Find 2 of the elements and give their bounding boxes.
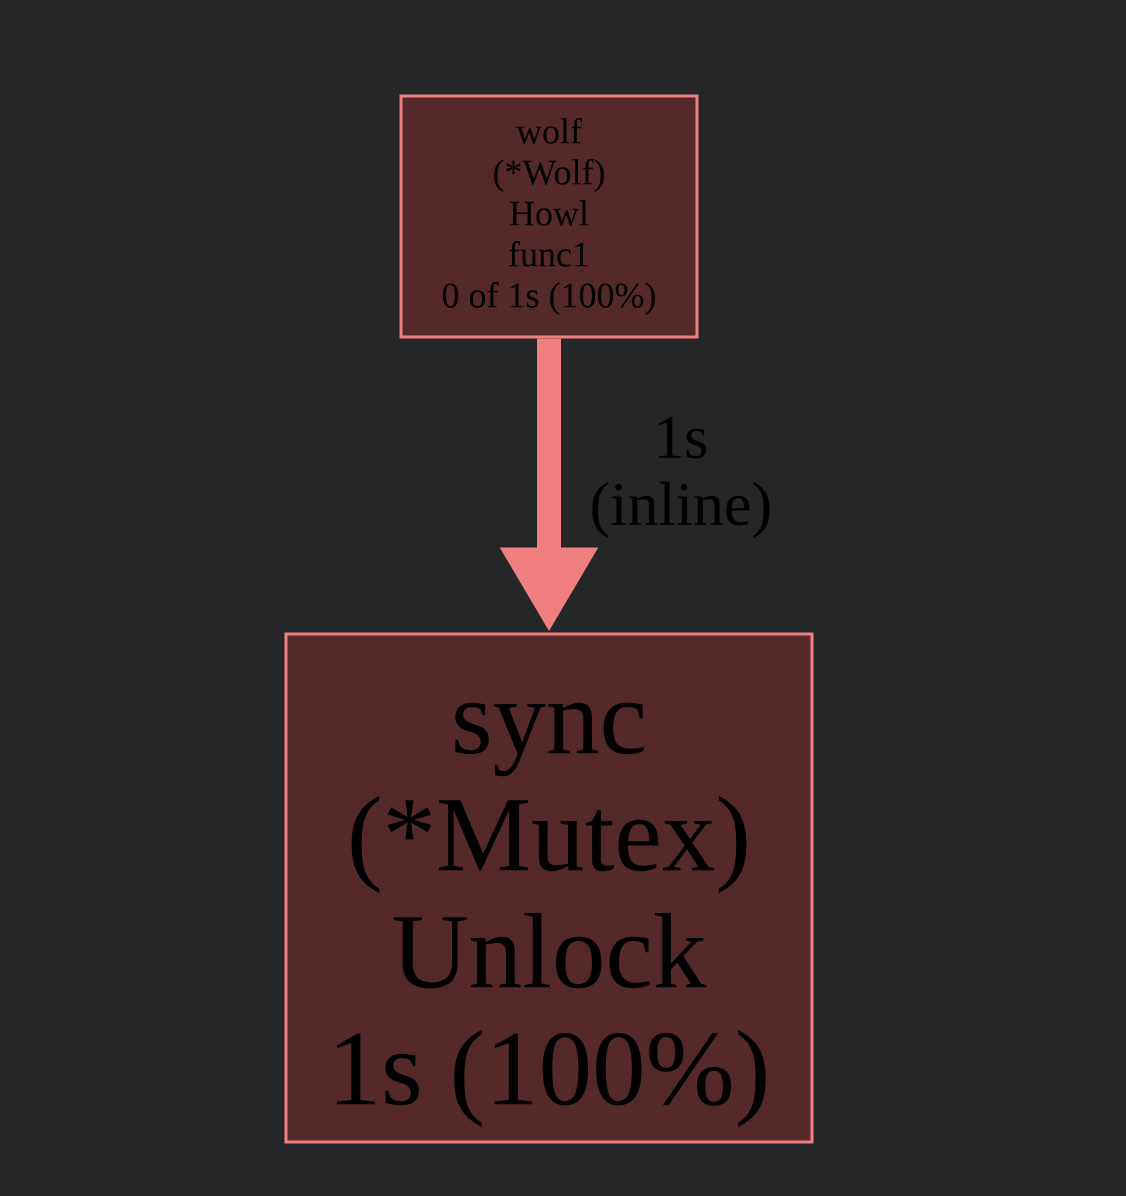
process-box: sync (*Mutex) Unlock 1s (100%) bbox=[284, 632, 814, 1144]
process-box: wolf (*Wolf) Howl func1 0 of 1s (100%) bbox=[399, 94, 699, 339]
